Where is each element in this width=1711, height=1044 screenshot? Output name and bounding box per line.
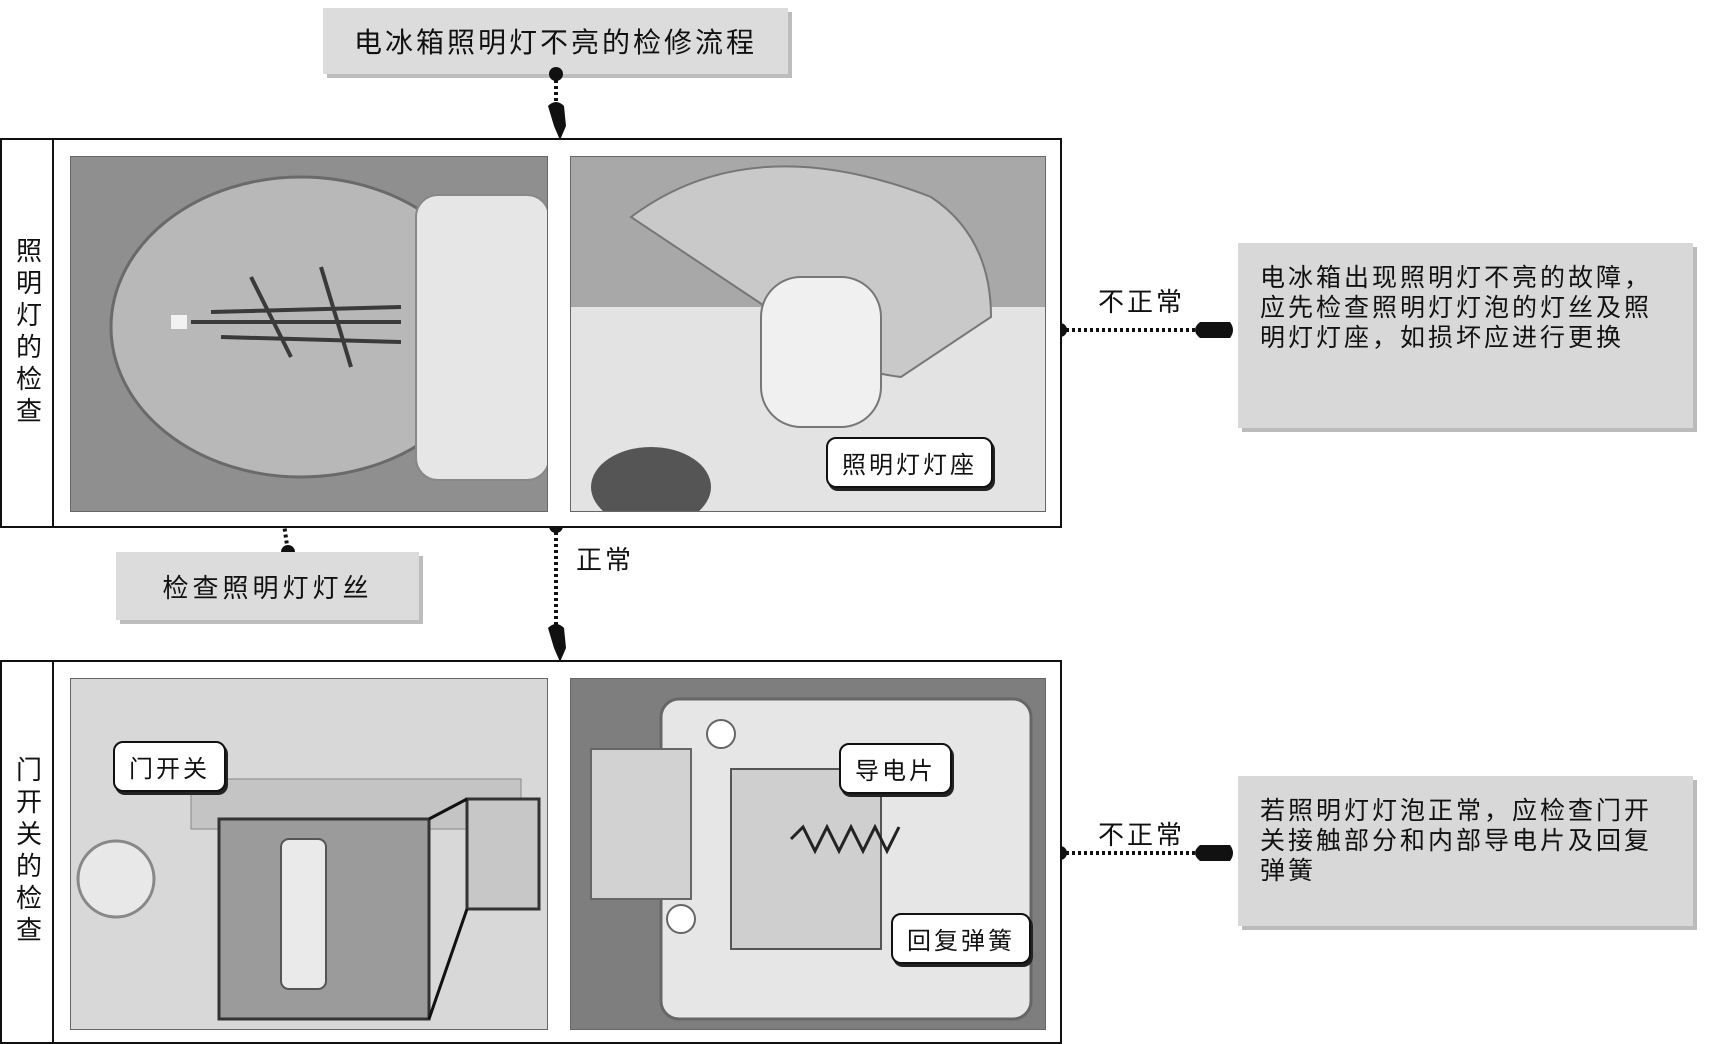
bulb-filament-photo <box>70 156 548 512</box>
door-switch-panel: 门开关的检查 门开关 导电片 回复弹簧 <box>0 660 1062 1044</box>
connector-dot <box>549 67 563 81</box>
diagram-title: 电冰箱照明灯不亮的检修流程 <box>323 8 788 74</box>
lamp-socket-callout: 照明灯灯座 <box>826 437 993 488</box>
filament-check-label: 检查照明灯灯丝 <box>116 552 419 620</box>
pointing-hand-icon <box>255 102 1233 861</box>
door-switch-illustration <box>71 679 547 1029</box>
abnormal-label-1: 不正常 <box>1098 288 1186 318</box>
abnormal-label-2: 不正常 <box>1098 821 1186 851</box>
switch-internal-photo: 导电片 回复弹簧 <box>570 678 1046 1030</box>
lamp-check-panel: 照明灯的检查 照明灯灯座 <box>0 138 1062 528</box>
conductive-strip-callout: 导电片 <box>839 743 952 794</box>
socket-illustration <box>571 157 1045 511</box>
door-switch-callout: 门开关 <box>113 741 226 792</box>
bulb-illustration <box>71 157 547 511</box>
lamp-check-side-label: 照明灯的检查 <box>2 140 54 526</box>
door-switch-note: 若照明灯灯泡正常，应检查门开关接触部分和内部导电片及回复弹簧 <box>1238 776 1693 926</box>
door-switch-photo: 门开关 <box>70 678 548 1030</box>
door-switch-side-label: 门开关的检查 <box>2 662 54 1042</box>
return-spring-callout: 回复弹簧 <box>891 913 1031 964</box>
lamp-check-note: 电冰箱出现照明灯不亮的故障，应先检查照明灯灯泡的灯丝及照明灯灯座，如损坏应进行更… <box>1238 243 1693 428</box>
lamp-socket-photo: 照明灯灯座 <box>570 156 1046 512</box>
switch-internal-illustration <box>571 679 1045 1029</box>
normal-label: 正常 <box>576 546 635 576</box>
